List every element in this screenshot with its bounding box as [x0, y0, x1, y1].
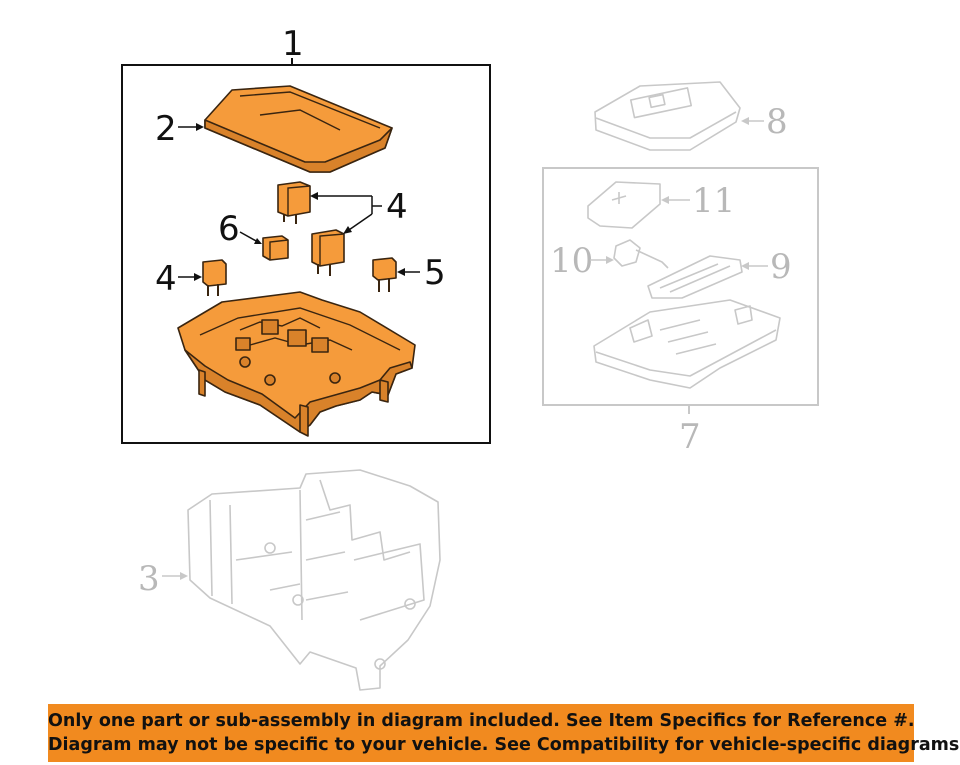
assembly-1-box	[121, 64, 491, 444]
disclaimer-line-2: Diagram may not be specific to your vehi…	[48, 735, 960, 755]
callout-9: 9	[770, 247, 792, 287]
disclaimer-banner: Only one part or sub-assembly in diagram…	[48, 704, 960, 762]
callout-5: 5	[424, 253, 446, 293]
callout-3: 3	[138, 559, 160, 599]
callout-10: 10	[550, 241, 593, 281]
ghost-part-8	[594, 81, 741, 151]
ghost-part-7-fuse-box	[593, 299, 781, 389]
callout-1: 1	[282, 24, 304, 64]
callout-4-right: 4	[386, 187, 408, 227]
parts-diagram: 1 2 4 6 4	[121, 24, 819, 691]
ghost-part-11	[587, 181, 661, 229]
relay-part-4-left	[202, 259, 227, 296]
callout-7: 7	[679, 417, 701, 457]
fuse-part-5	[372, 257, 397, 292]
relay-part-4-top	[277, 181, 311, 224]
callout-11: 11	[692, 181, 735, 221]
ghost-part-3-bracket	[187, 469, 441, 691]
callout-4-left: 4	[155, 259, 177, 299]
cover-part-2	[204, 85, 393, 173]
ghost-part-9	[647, 255, 743, 299]
fuse-block-base	[177, 291, 416, 437]
ghost-part-10	[613, 239, 669, 269]
callout-6: 6	[218, 209, 240, 249]
disclaimer-line-1: Only one part or sub-assembly in diagram…	[48, 711, 915, 731]
relay-part-6	[262, 235, 289, 261]
callout-8: 8	[766, 102, 788, 142]
assembly-7-box	[542, 167, 819, 406]
callout-2: 2	[155, 109, 177, 149]
relay-part-4-mid	[311, 229, 345, 276]
